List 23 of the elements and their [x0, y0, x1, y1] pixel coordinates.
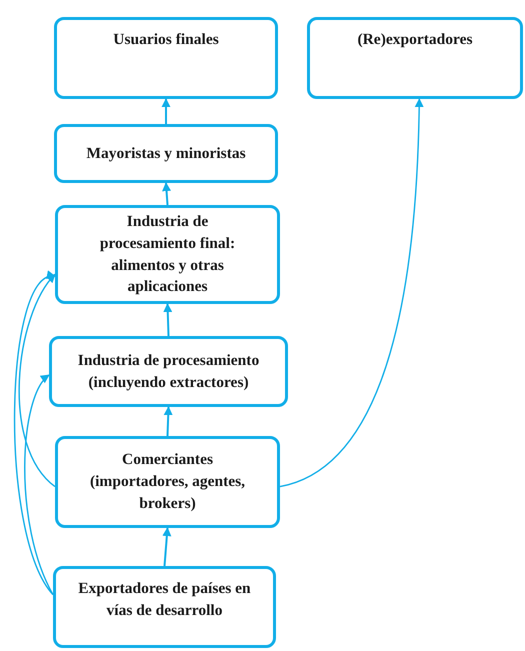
arrow: [280, 98, 424, 488]
box-label: Industria de procesamiento final: alimentos y otras aplicaciones: [98, 212, 236, 298]
process-box: [49, 336, 288, 407]
box-label: Mayoristas y minoristas: [86, 144, 246, 164]
process-box: [55, 436, 280, 528]
box-label: Comerciantes (importadores, agentes, brokers): [88, 450, 246, 514]
arrow: [162, 182, 172, 206]
arrow: [24, 374, 54, 595]
process-box: [307, 17, 523, 99]
box-label: Industria de procesamiento (incluyendo extractores): [76, 350, 260, 392]
box-label: Usuarios finales: [113, 30, 219, 50]
arrow: [163, 303, 172, 336]
box-label: Exportadores de países en vías de desarrollo: [77, 579, 252, 621]
process-box: [55, 205, 280, 304]
process-box: [54, 17, 278, 99]
arrow: [164, 406, 173, 436]
arrow: [162, 98, 170, 124]
box-label: (Re)exportadores: [357, 30, 473, 50]
process-box: [54, 124, 278, 183]
arrow: [18, 274, 56, 488]
process-box: [53, 566, 276, 648]
arrow: [162, 527, 172, 566]
arrow: [14, 274, 56, 596]
